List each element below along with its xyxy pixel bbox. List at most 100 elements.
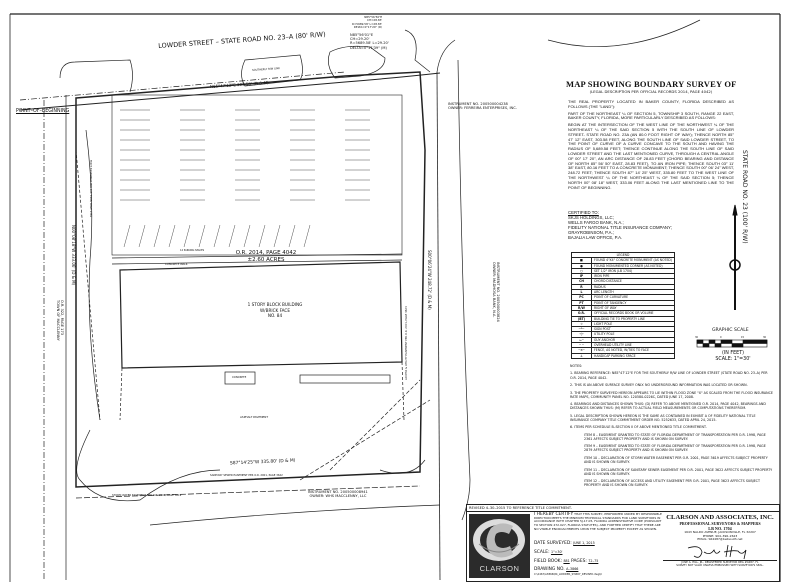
survey-title: MAP SHOWING BOUNDARY SURVEY OF xyxy=(566,79,737,89)
legend-text: HANDICAP PARKING SPACE xyxy=(591,352,675,359)
scale-caption: (IN FEET)SCALE: 1"=30' xyxy=(715,351,751,362)
pages: 72–75 xyxy=(588,559,599,563)
legend-row: ─×─FENCE, AS NOTED, W/TIES TO FACE xyxy=(571,347,675,354)
logo-text: CLARSON xyxy=(479,564,520,573)
ne-curb xyxy=(547,19,701,47)
building-ties xyxy=(119,361,405,421)
property-boundary xyxy=(75,71,426,488)
legend-row: ●FOUND MONUMENTED CORNER (AS NOTED) xyxy=(571,262,675,269)
storm-easement-east xyxy=(379,459,426,474)
legal-part: PART OF THE NORTHEAST ¼ OF SECTION 5, TO… xyxy=(568,110,734,121)
legend-heading: LEGEND xyxy=(571,251,675,259)
certified-party: FIDELITY NATIONAL TITLE INSURANCE COMPAN… xyxy=(568,225,672,230)
field-book: 881 xyxy=(563,559,570,563)
curb-line xyxy=(436,39,456,73)
legend-text: OFFICIAL RECORDS BOOK OR VOLUME xyxy=(591,310,675,317)
parking-lot xyxy=(111,94,403,256)
scale-tick: 30 xyxy=(695,336,699,339)
survey-subtitle: (LEGAL DESCRIPTION PER OFFICIAL RECORDS … xyxy=(589,89,713,94)
legend-row: ♿HANDICAP PARKING SPACE xyxy=(571,352,675,359)
concrete-walk-label: CONCRETE WALK xyxy=(165,263,188,266)
south-pavement-edge xyxy=(149,504,441,526)
legend-symbol-icon: ♿ xyxy=(571,352,592,359)
west-line-bearing: N00°08'18"W 333.06' (D & M) xyxy=(71,225,76,286)
scale-tick: 15 xyxy=(741,336,745,339)
certified-party: GRAYROBINSON, P.A.; xyxy=(568,230,614,235)
point-of-beginning-label: POINT–OF–BEGINNING xyxy=(16,109,70,114)
note-subitem: ITEM 10 – DECLARATION OF STORM WATER EAS… xyxy=(584,455,768,465)
legal-intro: THE REAL PROPERTY LOCATED IN BAKER COUNT… xyxy=(568,99,734,109)
clarson-logo: CLARSON xyxy=(469,514,530,578)
clarson-logo-icon xyxy=(473,519,525,561)
parking-spaces-label: 14 PARKING SPACES xyxy=(180,249,205,252)
note-item: 6. ITEMS PER SCHEDULE B–SECTION II OF AB… xyxy=(570,425,707,430)
concrete-stoops xyxy=(299,374,391,384)
note-subitem: ITEM 8 – EASEMENT GRANTED TO STATE OF FL… xyxy=(584,432,766,441)
company-info: CLARSON AND ASSOCIATES, INC. PROFESSIONA… xyxy=(663,514,777,568)
note-item: 4. BEARINGS AND DISTANCES SHOWN THUS: (D… xyxy=(570,402,766,411)
legend-text: BUILDING TIE TO PROPERTY LINE xyxy=(591,315,675,322)
access-drive-edge xyxy=(85,129,101,421)
legal-description: THE REAL PROPERTY LOCATED IN BAKER COUNT… xyxy=(568,99,734,190)
fdot-easement-line xyxy=(75,149,101,421)
legend-text: FENCE, AS NOTED, W/TIES TO FACE xyxy=(591,347,675,354)
legend-row: O.R.OFFICIAL RECORDS BOOK OR VOLUME xyxy=(571,310,675,317)
note-item: 1. BEARING REFERENCE: N85°47'12"E FOR TH… xyxy=(570,371,768,380)
scale-tick: 30 xyxy=(763,336,767,339)
certified-party: BAJALIA LAW OFFICE, P.A. xyxy=(568,235,623,240)
curb-island xyxy=(328,45,386,79)
concrete-pad xyxy=(224,371,256,385)
south-rw-line xyxy=(75,485,421,499)
certified-to: CERTIFIED TO: SKJS HOLDINGS, LLC; WELLS … xyxy=(568,210,734,240)
notes-heading: NOTES: xyxy=(570,364,583,368)
legend-table: LEGEND ■FOUND 4"X4" CONCRETE MONUMENT (A… xyxy=(571,251,675,359)
storm-easement-west xyxy=(76,429,221,502)
graphic-scale-bar xyxy=(696,339,768,348)
asphalt-pavement-label: ASPHALT PAVEMENT xyxy=(240,415,269,419)
access-easement-label: ACCESS & UTILITY EASEMENT PER O.R. 2001,… xyxy=(405,306,408,380)
parking-stripes xyxy=(120,109,370,248)
company-name: CLARSON AND ASSOCIATES, INC. xyxy=(666,514,774,521)
legend-row: ■FOUND 4"X4" CONCRETE MONUMENT (AS NOTED… xyxy=(571,257,675,264)
parcel-label: O.R. 2014, PAGE 4042±2.60 ACRES xyxy=(235,250,297,263)
note-subitem: ITEM 9 – EASEMENT GRANTED TO STATE OF FL… xyxy=(584,444,766,453)
legal-body: BEGIN AT THE INTERSECTION OF THE WEST LI… xyxy=(568,122,734,190)
graphic-scale-title: GRAPHIC SCALE xyxy=(712,328,749,333)
sanitary-easement-label: SANITARY SEWER EASEMENT PER O.R. 2001, P… xyxy=(210,474,283,477)
note-subitem: ITEM 12 – DECLARATION OF ACCESS AND UTIL… xyxy=(584,479,760,488)
legend-text: FOUND 4"X4" CONCRETE MONUMENT (AS NOTED) xyxy=(591,257,675,264)
storm-easement-label: STORM WATER EASEMENT PER O.R. 2001, PAGE… xyxy=(112,494,182,497)
revision-note: REVISED 4–30–2015 TO REFERENCE TITLE COM… xyxy=(467,505,779,512)
note-item: 2. THIS IS AN ABOVE SURFACE SURVEY ONLY.… xyxy=(570,383,748,388)
note-subitem: ITEM 11 – DECLARATION OF SANITARY SEWER … xyxy=(584,467,773,476)
legend-text: FOUND MONUMENTED CORNER (AS NOTED) xyxy=(591,262,675,269)
concrete-label: CONCRETE xyxy=(232,376,247,379)
date-surveyed: JUNE 1, 2015 xyxy=(573,541,595,545)
north-arrow-icon xyxy=(729,204,741,310)
notes: NOTES: 1. BEARING REFERENCE: N85°47'12"E… xyxy=(570,364,775,491)
note-item: 3. THE PROPERTY SURVEYED HEREON APPEARS … xyxy=(570,390,774,399)
scale-tick: 0 xyxy=(720,336,722,339)
concrete-walk xyxy=(111,253,403,265)
survey-info: DATE SURVEYED: JUNE 1, 2015 SCALE: 1"=30… xyxy=(534,539,664,577)
street-label-east: STATE ROAD NO. 23 (100' R/W) xyxy=(741,150,748,244)
east-line-bearing: S00°06'24"W 248.72' (D & M) xyxy=(427,250,432,310)
certified-heading: CERTIFIED TO: xyxy=(568,210,599,215)
curb-island xyxy=(241,54,303,87)
lowder-street-rw-line xyxy=(19,72,441,111)
certification-statement: I HEREBY CERTIFY THAT THIS SURVEY, PERFO… xyxy=(534,512,662,531)
note-item: 5. LEGAL DESCRIPTION SHOWN HEREON IS THE… xyxy=(570,413,756,422)
certified-party: WELLS FARGO BANK, N.A.; xyxy=(568,220,624,225)
surveyor-signature xyxy=(687,544,747,559)
sr23-pavement-edge xyxy=(457,59,471,521)
certified-party: SKJS HOLDINGS, LLC; xyxy=(568,215,614,220)
file-path: C:\2467\A3866\84_LOWDER_ST-BDY_REVISED.d… xyxy=(534,573,603,576)
scale-value: 1"=30' xyxy=(550,550,563,554)
